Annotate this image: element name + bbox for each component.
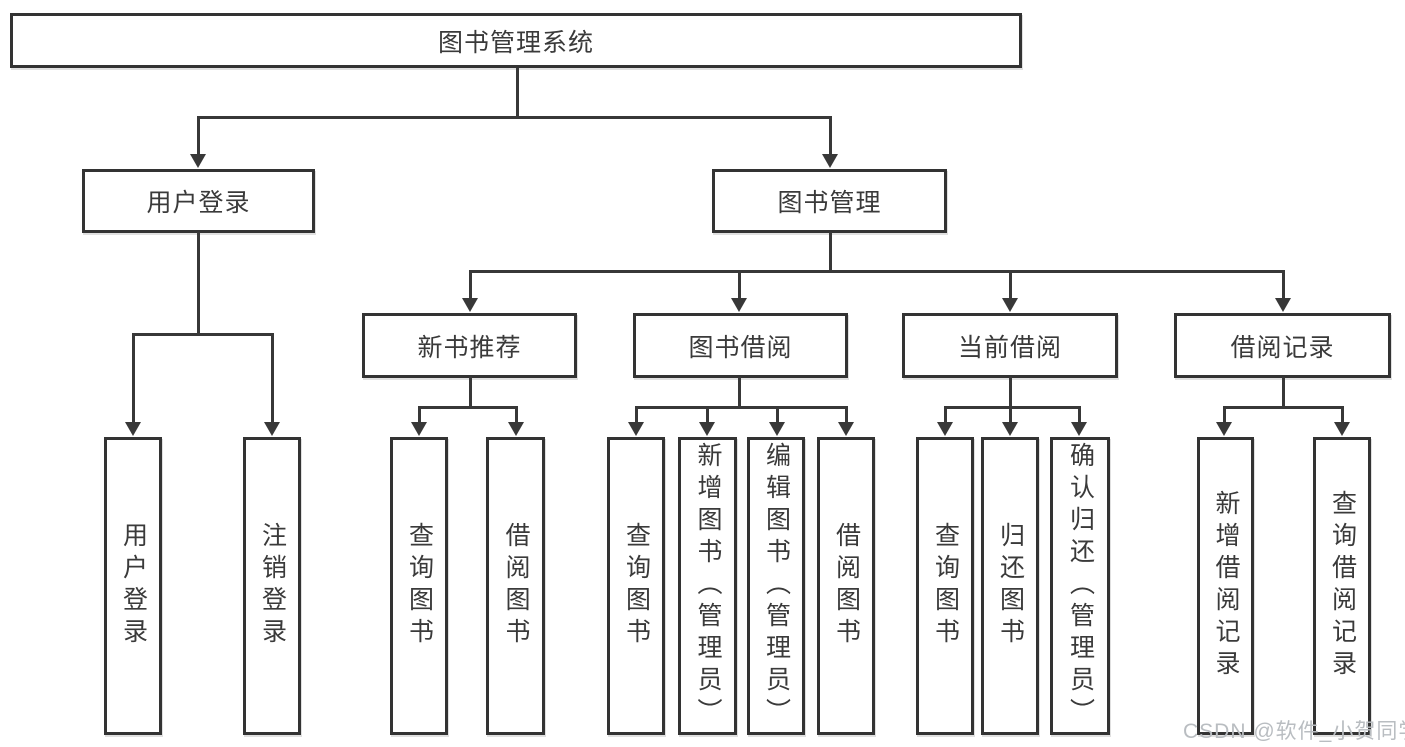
node-label: 借阅图书	[832, 522, 861, 650]
node-label: 用户登录	[119, 522, 148, 650]
arrow-down-icon	[1275, 298, 1291, 312]
connector-line	[417, 406, 518, 409]
node-leaf-query-borrow-record: 查询借阅记录	[1313, 437, 1371, 735]
arrow-down-icon	[822, 154, 838, 168]
node-leaf-user-login: 用户登录	[104, 437, 162, 735]
watermark: CSDN @软件_小贺同学	[1183, 720, 1405, 743]
connector-line	[1222, 406, 1226, 422]
node-book-borrowing: 图书借阅	[633, 313, 848, 378]
node-label: 借阅图书	[502, 522, 530, 650]
node-leaf-add-borrow-record: 新增借阅记录	[1197, 437, 1254, 735]
node-label: 查询图书	[931, 522, 960, 650]
connector-line	[943, 406, 947, 422]
connector-line	[775, 406, 779, 422]
node-label: 新书推荐	[417, 333, 522, 362]
connector-line	[634, 406, 848, 409]
connector-line	[705, 406, 709, 422]
connector-line	[468, 270, 472, 298]
connector-line	[828, 116, 832, 154]
node-label: 查询借阅记录	[1328, 490, 1357, 682]
connector-line	[196, 232, 200, 335]
connector-line	[943, 406, 1080, 409]
node-leaf-query-books-recommend: 查询图书	[390, 437, 448, 735]
node-label: 注销登录	[258, 522, 287, 650]
node-leaf-borrow-books: 借阅图书	[817, 437, 875, 735]
connector-line	[1008, 406, 1012, 422]
arrow-down-icon	[462, 298, 478, 312]
arrow-down-icon	[411, 422, 427, 436]
connector-line	[468, 270, 1285, 273]
arrow-down-icon	[508, 422, 524, 436]
arrow-down-icon	[1216, 422, 1232, 436]
connector-line	[1281, 270, 1285, 298]
node-leaf-query-books-current: 查询图书	[916, 437, 974, 735]
arrow-down-icon	[125, 422, 141, 436]
node-leaf-borrow-books-recommend: 借阅图书	[486, 437, 545, 735]
arrow-down-icon	[628, 422, 644, 436]
connector-line	[514, 406, 518, 422]
connector-line	[417, 406, 421, 422]
node-label: 当前借阅	[957, 333, 1062, 362]
connector-line	[1077, 406, 1081, 422]
node-label: 用户登录	[146, 189, 251, 217]
node-borrowing-records: 借阅记录	[1174, 313, 1391, 378]
node-label: 新增图书（管理员）	[694, 442, 722, 730]
node-label: 查询图书	[405, 522, 434, 650]
connector-line	[634, 406, 638, 422]
node-leaf-query-books-borrowing: 查询图书	[607, 437, 665, 735]
node-label: 查询图书	[622, 522, 651, 650]
node-label: 新增借阅记录	[1212, 490, 1240, 682]
arrow-down-icon	[1002, 298, 1018, 312]
connector-line	[131, 333, 135, 422]
node-leaf-return-books: 归还图书	[981, 437, 1039, 735]
arrow-down-icon	[838, 422, 854, 436]
node-user-login: 用户登录	[82, 169, 315, 233]
arrow-down-icon	[1334, 422, 1350, 436]
connector-line	[270, 333, 274, 422]
node-label: 图书管理	[777, 189, 882, 217]
connector-line	[1340, 406, 1344, 422]
connector-line	[1222, 406, 1344, 409]
node-library-management-system: 图书管理系统	[10, 13, 1022, 68]
node-new-book-recommendation: 新书推荐	[362, 313, 577, 378]
node-leaf-add-books-admin: 新增图书（管理员）	[678, 437, 737, 735]
arrow-down-icon	[190, 154, 206, 168]
connector-line	[196, 116, 832, 119]
connector-line	[828, 232, 832, 273]
node-current-borrowing: 当前借阅	[902, 313, 1118, 378]
node-label: 归还图书	[996, 522, 1025, 650]
connector-line	[1281, 377, 1285, 408]
node-leaf-confirm-return-admin: 确认归还（管理员）	[1050, 437, 1110, 735]
arrow-down-icon	[264, 422, 280, 436]
node-label: 确认归还（管理员）	[1066, 442, 1095, 730]
connector-line	[1008, 270, 1012, 298]
arrow-down-icon	[699, 422, 715, 436]
arrow-down-icon	[769, 422, 785, 436]
node-leaf-edit-books-admin: 编辑图书（管理员）	[747, 437, 805, 735]
node-book-management: 图书管理	[712, 169, 947, 233]
node-label: 编辑图书（管理员）	[762, 442, 791, 730]
arrow-down-icon	[1002, 422, 1018, 436]
node-leaf-logout: 注销登录	[243, 437, 301, 735]
arrow-down-icon	[731, 298, 747, 312]
connector-line	[468, 377, 472, 408]
node-label: 借阅记录	[1230, 333, 1335, 362]
connector-line	[515, 68, 519, 118]
connector-line	[1008, 377, 1012, 408]
connector-line	[131, 333, 274, 336]
connector-line	[737, 377, 741, 408]
connector-line	[844, 406, 848, 422]
connector-line	[196, 116, 200, 154]
connector-line	[737, 270, 741, 298]
arrow-down-icon	[1071, 422, 1087, 436]
node-label: 图书管理系统	[437, 28, 594, 57]
node-label: 图书借阅	[688, 333, 793, 362]
arrow-down-icon	[937, 422, 953, 436]
